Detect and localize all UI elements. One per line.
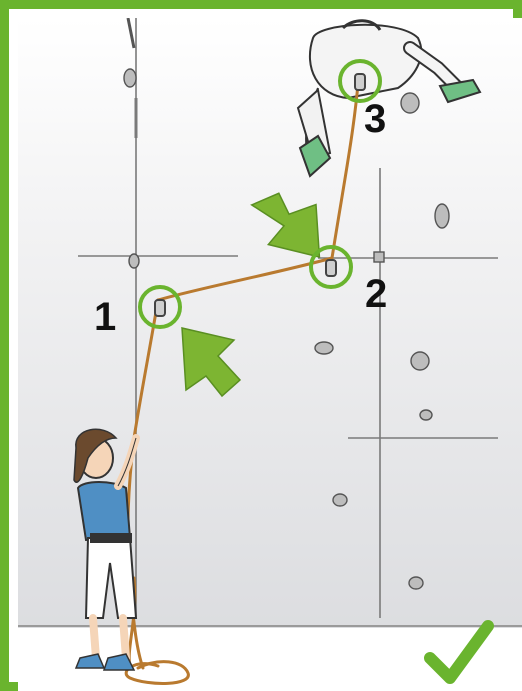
belayer-shirt [78, 482, 130, 540]
hold [129, 254, 139, 268]
hold [435, 204, 449, 228]
hold [374, 252, 384, 262]
harness [90, 533, 132, 543]
hold [401, 93, 419, 113]
hold [409, 577, 423, 589]
hold [420, 410, 432, 420]
climbing-scene [18, 18, 522, 691]
hold [124, 69, 136, 87]
hold [411, 352, 429, 370]
anchor-label-1: 1 [94, 297, 116, 337]
anchor-label-3: 3 [364, 99, 386, 139]
hold [333, 494, 347, 506]
hold [315, 342, 333, 354]
anchor-label-2: 2 [365, 274, 387, 314]
